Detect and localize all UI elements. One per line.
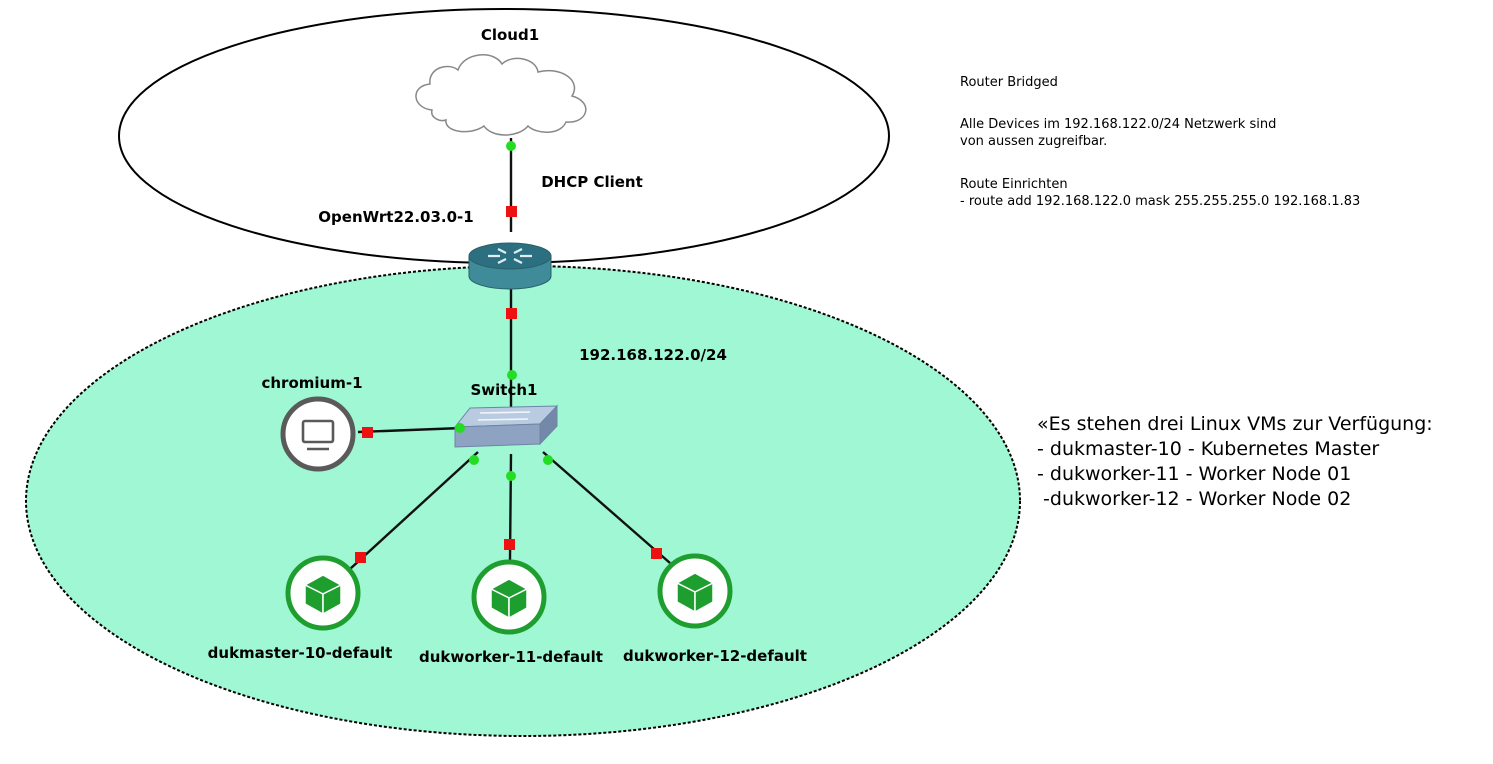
port-down-indicator — [504, 539, 515, 550]
note-devices: Alle Devices im 192.168.122.0/24 Netzwer… — [960, 117, 1277, 149]
port-down-indicator — [362, 427, 373, 438]
port-up-indicator — [507, 370, 517, 380]
vm-node-dukworker-12[interactable]: dukworker-12-default — [623, 553, 807, 665]
wan-zone — [118, 8, 890, 264]
dhcp-client-label: DHCP Client — [541, 173, 643, 191]
cloud-icon — [415, 54, 587, 136]
vm-list-line: - dukmaster-10 - Kubernetes Master — [1037, 438, 1380, 460]
cube-icon — [676, 572, 714, 613]
cube-icon — [304, 574, 342, 615]
port-up-indicator — [506, 141, 516, 151]
vm1-label: dukmaster-10-default — [208, 644, 393, 662]
port-up-indicator — [506, 471, 516, 481]
link-switch-chromium — [357, 426, 463, 434]
switch-node[interactable]: Switch1 — [453, 381, 559, 448]
port-up-indicator — [543, 455, 553, 465]
note-route: Route Einrichten - route add 192.168.122… — [960, 177, 1361, 209]
port-up-indicator — [469, 455, 479, 465]
chromium-node[interactable]: chromium-1 — [261, 374, 363, 472]
vm-list-line: - dukworker-11 - Worker Node 01 — [1037, 463, 1352, 485]
port-indicators — [355, 141, 662, 563]
router-label: OpenWrt22.03.0-1 — [318, 208, 473, 226]
subnet-label: 192.168.122.0/24 — [579, 346, 727, 364]
switch-label: Switch1 — [471, 381, 538, 399]
vm-node-dukmaster-10[interactable]: dukmaster-10-default — [208, 555, 393, 662]
cube-icon — [490, 578, 528, 619]
port-down-indicator — [651, 548, 662, 559]
port-down-indicator — [355, 552, 366, 563]
port-down-indicator — [506, 308, 517, 319]
port-up-indicator — [455, 423, 465, 433]
vm3-label: dukworker-12-default — [623, 647, 807, 665]
chromium-label: chromium-1 — [261, 374, 362, 392]
link-switch-vm1 — [349, 451, 479, 570]
vm-list-line: -dukworker-12 - Worker Node 02 — [1037, 488, 1352, 510]
vm2-label: dukworker-11-default — [419, 648, 603, 666]
vm-node-dukworker-11[interactable]: dukworker-11-default — [419, 559, 603, 666]
cloud-node[interactable]: Cloud1 — [415, 26, 587, 136]
switch-icon — [453, 404, 559, 448]
links — [349, 138, 671, 570]
link-switch-vm3 — [542, 451, 671, 564]
router-icon — [468, 242, 552, 290]
note-router-bridged: Router Bridged — [960, 75, 1058, 90]
vm-list-line: «Es stehen drei Linux VMs zur Verfügung: — [1037, 413, 1433, 435]
monitor-icon — [301, 419, 335, 451]
port-down-indicator — [506, 206, 517, 217]
router-node[interactable]: OpenWrt22.03.0-1 — [318, 208, 552, 290]
vm-list-note: «Es stehen drei Linux VMs zur Verfügung:… — [1037, 412, 1433, 512]
cloud-label: Cloud1 — [481, 26, 539, 44]
